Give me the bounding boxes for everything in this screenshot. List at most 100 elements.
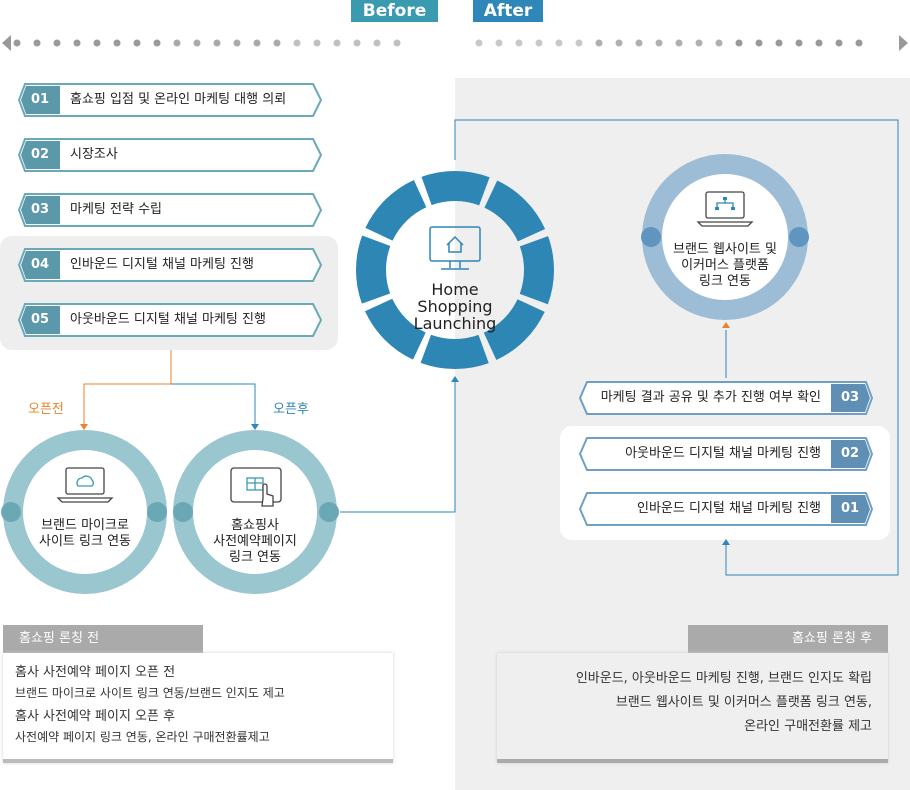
before-step-03: 03 마케팅 전략 수립 bbox=[18, 192, 323, 228]
web-ring bbox=[641, 154, 809, 320]
timeline-dot bbox=[193, 39, 201, 47]
before-box-title: 홈쇼핑 론칭 전 bbox=[3, 625, 203, 653]
timeline-dot bbox=[393, 39, 401, 47]
timeline-dot bbox=[93, 39, 101, 47]
step-number: 03 bbox=[30, 202, 50, 217]
laptop-sitemap-icon bbox=[696, 191, 754, 227]
arrow-right-icon bbox=[899, 35, 908, 51]
timeline-dot bbox=[535, 39, 543, 47]
timeline-dot bbox=[73, 39, 81, 47]
timeline-dot bbox=[113, 39, 121, 47]
step-number: 04 bbox=[30, 257, 50, 272]
timeline-dot bbox=[715, 39, 723, 47]
web-line2: 이커머스 플랫폼 bbox=[681, 258, 769, 273]
after-box: 인바운드, 아웃바운드 마케팅 진행, 브랜드 인지도 확립 브랜드 웹사이트 … bbox=[497, 653, 888, 763]
before-box-t2: 사전예약 페이지 링크 연동, 온라인 구매전환률제고 bbox=[15, 730, 270, 744]
timeline-dot bbox=[173, 39, 181, 47]
timeline-dot bbox=[675, 39, 683, 47]
timeline-dot bbox=[595, 39, 603, 47]
step-label: 인바운드 디지털 채널 마케팅 진행 bbox=[70, 257, 254, 272]
micro-line2: 사이트 링크 연동 bbox=[39, 534, 131, 549]
timeline-dot bbox=[273, 39, 281, 47]
timeline-dot bbox=[855, 39, 863, 47]
timeline-dot bbox=[293, 39, 301, 47]
timeline-dot bbox=[695, 39, 703, 47]
timeline-dot bbox=[775, 39, 783, 47]
timeline-dot bbox=[133, 39, 141, 47]
home-shopping-label: Home Shopping Launching bbox=[395, 281, 515, 332]
home-shopping-ring bbox=[356, 171, 554, 369]
after-box-l2: 브랜드 웹사이트 및 이커머스 플랫폼 링크 연동, bbox=[615, 695, 872, 710]
web-line3: 링크 연동 bbox=[699, 274, 751, 289]
before-rings bbox=[1, 430, 339, 594]
timeline-dot bbox=[373, 39, 381, 47]
preorder-label: 홈쇼핑사 사전예약페이지 링크 연동 bbox=[195, 518, 315, 566]
step-number: 05 bbox=[30, 312, 50, 327]
before-box-h1: 홈사 사전예약 페이지 오픈 전 bbox=[15, 665, 176, 680]
after-step-01: 01 인바운드 디지털 채널 마케팅 진행 bbox=[578, 491, 873, 527]
timeline-dot bbox=[233, 39, 241, 47]
web-line1: 브랜드 웹사이트 및 bbox=[673, 242, 777, 257]
preorder-line3: 링크 연동 bbox=[229, 550, 281, 565]
timeline-dot bbox=[575, 39, 583, 47]
after-open-label: 오픈후 bbox=[273, 402, 309, 417]
timeline-dot bbox=[33, 39, 41, 47]
before-step-01: 01 홈쇼핑 입점 및 온라인 마케팅 대행 의뢰 bbox=[18, 82, 323, 118]
before-open-label: 오픈전 bbox=[28, 402, 64, 417]
after-box-l3: 온라인 구매전환률 제고 bbox=[744, 719, 872, 734]
timeline-dot bbox=[835, 39, 843, 47]
step-label: 아웃바운드 디지털 채널 마케팅 진행 bbox=[70, 312, 266, 327]
timeline-dot bbox=[333, 39, 341, 47]
before-tag: Before bbox=[351, 0, 438, 22]
step-label: 시장조사 bbox=[70, 147, 118, 162]
step-label: 홈쇼핑 입점 및 온라인 마케팅 대행 의뢰 bbox=[70, 92, 287, 107]
micro-line1: 브랜드 마이크로 bbox=[41, 518, 129, 533]
timeline-dot bbox=[515, 39, 523, 47]
timeline-dot bbox=[755, 39, 763, 47]
before-step-05: 05 아웃바운드 디지털 채널 마케팅 진행 bbox=[18, 302, 323, 338]
timeline-dot bbox=[815, 39, 823, 47]
micro-site-label: 브랜드 마이크로 사이트 링크 연동 bbox=[25, 518, 145, 550]
timeline-dot bbox=[655, 39, 663, 47]
timeline-dot bbox=[53, 39, 61, 47]
timeline-dot bbox=[13, 39, 21, 47]
timeline-dot bbox=[555, 39, 563, 47]
before-box: 홈사 사전예약 페이지 오픈 전 브랜드 마이크로 사이트 링크 연동/브랜드 … bbox=[3, 653, 393, 763]
before-box-t1: 브랜드 마이크로 사이트 링크 연동/브랜드 인지도 제고 bbox=[15, 686, 285, 700]
after-step-02: 02 아웃바운드 디지털 채널 마케팅 진행 bbox=[578, 436, 873, 472]
step-number: 01 bbox=[840, 501, 860, 516]
arrow-left-icon bbox=[2, 35, 11, 51]
center-line1: Home bbox=[431, 280, 479, 299]
preorder-line1: 홈쇼핑사 bbox=[231, 518, 279, 533]
timeline-dot bbox=[475, 39, 483, 47]
timeline-dot bbox=[615, 39, 623, 47]
step-label: 아웃바운드 디지털 채널 마케팅 진행 bbox=[625, 445, 821, 461]
timeline-dot bbox=[313, 39, 321, 47]
after-box-l1: 인바운드, 아웃바운드 마케팅 진행, 브랜드 인지도 확립 bbox=[575, 671, 872, 686]
before-box-h2: 홈사 사전예약 페이지 오픈 후 bbox=[15, 709, 176, 724]
timeline-dot bbox=[253, 39, 261, 47]
step-number: 02 bbox=[30, 147, 50, 162]
step-label: 마케팅 전략 수립 bbox=[70, 202, 162, 217]
step-label: 마케팅 결과 공유 및 추가 진행 여부 확인 bbox=[600, 390, 821, 405]
timeline-dots bbox=[2, 35, 908, 51]
preorder-line2: 사전예약페이지 bbox=[213, 534, 297, 549]
timeline-dot bbox=[635, 39, 643, 47]
step-number: 02 bbox=[840, 445, 860, 461]
timeline-dot bbox=[153, 39, 161, 47]
web-label: 브랜드 웹사이트 및 이커머스 플랫폼 링크 연동 bbox=[660, 242, 790, 290]
center-line3: Launching bbox=[413, 314, 497, 333]
step-number: 01 bbox=[30, 92, 50, 107]
center-line2: Shopping bbox=[417, 297, 493, 316]
before-step-02: 02 시장조사 bbox=[18, 137, 323, 173]
laptop-cloud-icon bbox=[56, 467, 114, 503]
timeline-dot bbox=[213, 39, 221, 47]
timeline-dot bbox=[795, 39, 803, 47]
after-tag: After bbox=[473, 0, 543, 22]
step-label: 인바운드 디지털 채널 마케팅 진행 bbox=[637, 501, 821, 516]
after-box-title: 홈쇼핑 론칭 후 bbox=[688, 625, 888, 653]
before-step-04: 04 인바운드 디지털 채널 마케팅 진행 bbox=[18, 247, 323, 283]
monitor-home-icon bbox=[429, 226, 481, 270]
